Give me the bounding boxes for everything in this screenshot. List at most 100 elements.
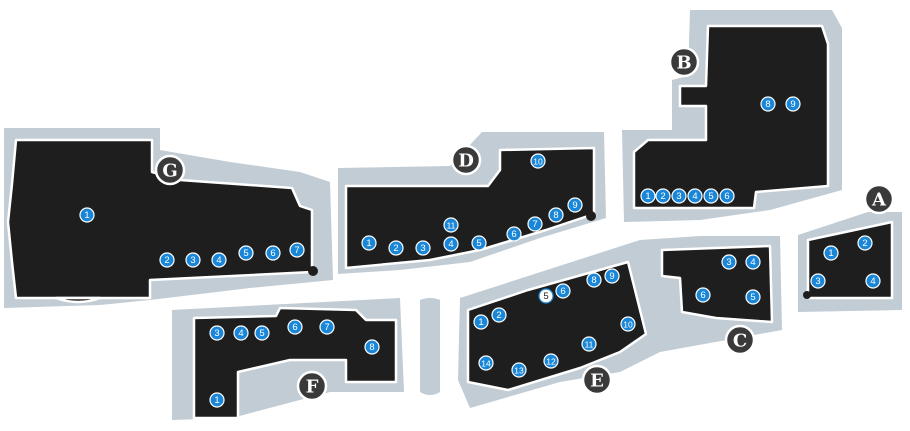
pin-circle[interactable] <box>604 268 620 284</box>
pin-label[interactable]: 3 <box>676 191 681 202</box>
unit-pin-E-14[interactable]: 14 <box>478 355 494 371</box>
unit-pin-B-4[interactable]: 4 <box>687 188 703 204</box>
pin-circle[interactable] <box>209 325 225 341</box>
pin-label[interactable]: 1 <box>214 395 219 406</box>
pin-label[interactable]: 4 <box>692 191 697 202</box>
pin-circle[interactable] <box>287 319 303 335</box>
unit-pin-D-10[interactable]: 10 <box>530 153 546 169</box>
pin-label[interactable]: 14 <box>481 359 491 369</box>
building-E[interactable] <box>466 260 648 392</box>
pin-circle[interactable] <box>471 235 487 251</box>
unit-pin-D-4[interactable]: 4 <box>443 236 459 252</box>
pin-label[interactable]: 7 <box>294 245 299 256</box>
pin-label[interactable]: 5 <box>243 248 248 259</box>
pin-circle[interactable] <box>527 216 543 232</box>
pin-circle[interactable] <box>586 272 602 288</box>
unit-pin-C-5[interactable]: 5 <box>745 289 761 305</box>
pin-circle[interactable] <box>289 242 305 258</box>
unit-pin-D-2[interactable]: 2 <box>388 240 404 256</box>
pin-label[interactable]: 6 <box>292 322 297 333</box>
pin-label[interactable]: 6 <box>700 290 705 301</box>
pin-circle[interactable] <box>671 188 687 204</box>
unit-pin-A-2[interactable]: 2 <box>857 235 873 251</box>
pin-label[interactable]: 5 <box>750 292 755 303</box>
pin-label[interactable]: 5 <box>708 191 713 202</box>
pin-circle[interactable] <box>415 240 431 256</box>
unit-pin-E-1[interactable]: 1 <box>473 314 489 330</box>
pin-circle[interactable] <box>209 392 225 408</box>
pin-label[interactable]: 5 <box>543 291 548 302</box>
unit-pin-E-6[interactable]: 6 <box>555 283 571 299</box>
pin-label[interactable]: 3 <box>190 255 195 266</box>
unit-pin-G-7[interactable]: 7 <box>289 242 305 258</box>
pin-circle[interactable] <box>785 96 801 112</box>
pin-label[interactable]: 3 <box>214 328 219 339</box>
building-B[interactable] <box>632 24 830 210</box>
pin-circle[interactable] <box>506 226 522 242</box>
pin-circle[interactable] <box>823 245 839 261</box>
pin-circle[interactable] <box>538 288 554 304</box>
pin-circle[interactable] <box>238 245 254 261</box>
pin-label[interactable]: 6 <box>511 229 516 240</box>
unit-pin-A-3[interactable]: 3 <box>810 273 826 289</box>
pin-label[interactable]: 10 <box>623 320 633 330</box>
pin-circle[interactable] <box>211 252 227 268</box>
unit-pin-E-12[interactable]: 12 <box>543 353 559 369</box>
pin-label[interactable]: 4 <box>238 328 243 339</box>
pin-circle[interactable] <box>640 188 656 204</box>
pin-circle[interactable] <box>233 325 249 341</box>
pin-circle[interactable] <box>159 252 175 268</box>
pin-label[interactable]: 8 <box>591 275 596 286</box>
unit-pin-B-9[interactable]: 9 <box>785 96 801 112</box>
unit-pin-G-5[interactable]: 5 <box>238 245 254 261</box>
pin-circle[interactable] <box>185 252 201 268</box>
pin-label[interactable]: 11 <box>447 221 456 231</box>
pin-label[interactable]: 2 <box>660 191 665 202</box>
unit-pin-A-1[interactable]: 1 <box>823 245 839 261</box>
pin-label[interactable]: 1 <box>828 248 833 259</box>
pin-circle[interactable] <box>745 254 761 270</box>
unit-pin-B-5[interactable]: 5 <box>703 188 719 204</box>
unit-pin-D-6[interactable]: 6 <box>506 226 522 242</box>
pin-label[interactable]: 13 <box>514 366 524 376</box>
unit-pin-E-10[interactable]: 10 <box>620 316 636 332</box>
unit-pin-B-3[interactable]: 3 <box>671 188 687 204</box>
pin-circle[interactable] <box>581 336 597 352</box>
unit-pin-E-13[interactable]: 13 <box>511 362 527 378</box>
pin-label[interactable]: 4 <box>216 255 221 266</box>
pin-circle[interactable] <box>254 325 270 341</box>
pin-label[interactable]: 6 <box>270 248 275 259</box>
pin-label[interactable]: 4 <box>750 257 755 268</box>
unit-pin-A-4[interactable]: 4 <box>865 273 881 289</box>
pin-circle[interactable] <box>721 254 737 270</box>
unit-pin-C-4[interactable]: 4 <box>745 254 761 270</box>
pin-label[interactable]: 3 <box>815 276 820 287</box>
unit-pin-D-7[interactable]: 7 <box>527 216 543 232</box>
unit-pin-B-1[interactable]: 1 <box>640 188 656 204</box>
pin-circle[interactable] <box>361 235 377 251</box>
unit-pin-E-9[interactable]: 9 <box>604 268 620 284</box>
pin-label[interactable]: 2 <box>393 243 398 254</box>
pin-circle[interactable] <box>857 235 873 251</box>
pin-circle[interactable] <box>511 362 527 378</box>
pin-circle[interactable] <box>364 339 380 355</box>
unit-pin-G-1[interactable]: 1 <box>79 207 95 223</box>
pin-label[interactable]: 4 <box>448 239 453 250</box>
unit-pin-G-4[interactable]: 4 <box>211 252 227 268</box>
pin-label[interactable]: 10 <box>533 157 543 167</box>
unit-pin-D-5[interactable]: 5 <box>471 235 487 251</box>
pin-label[interactable]: 7 <box>532 219 537 230</box>
pin-circle[interactable] <box>543 353 559 369</box>
pin-circle[interactable] <box>530 153 546 169</box>
pin-circle[interactable] <box>319 319 335 335</box>
pin-circle[interactable] <box>719 188 735 204</box>
pin-label[interactable]: 8 <box>553 210 558 221</box>
pin-label[interactable]: 8 <box>369 342 374 353</box>
unit-pin-F-8[interactable]: 8 <box>364 339 380 355</box>
pin-label[interactable]: 5 <box>259 328 264 339</box>
pin-label[interactable]: 2 <box>862 238 867 249</box>
unit-pin-C-3[interactable]: 3 <box>721 254 737 270</box>
unit-pin-F-3[interactable]: 3 <box>209 325 225 341</box>
unit-pin-C-6[interactable]: 6 <box>695 287 711 303</box>
unit-pin-F-6[interactable]: 6 <box>287 319 303 335</box>
